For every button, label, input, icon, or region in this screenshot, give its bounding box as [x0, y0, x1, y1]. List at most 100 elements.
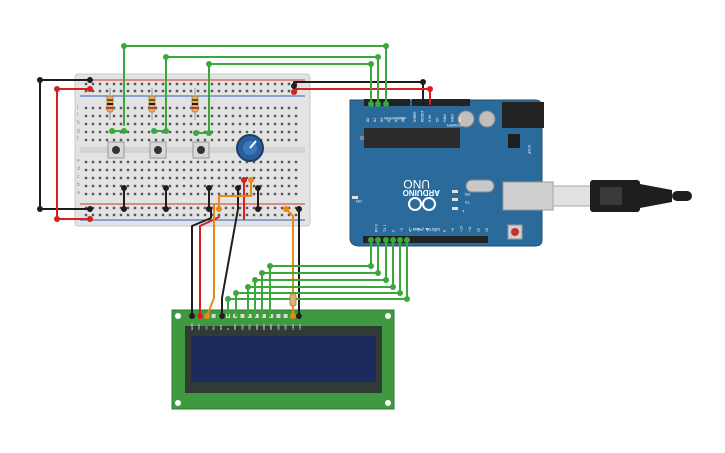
breadboard-hole[interactable]: [294, 130, 298, 134]
breadboard-hole[interactable]: [154, 89, 158, 93]
wire-endpoint[interactable]: [375, 237, 381, 243]
wire-endpoint[interactable]: [219, 313, 225, 319]
breadboard-hole[interactable]: [140, 89, 144, 93]
breadboard-hole[interactable]: [210, 114, 214, 118]
breadboard-hole[interactable]: [280, 106, 284, 110]
wire-endpoint[interactable]: [54, 86, 60, 92]
breadboard-hole[interactable]: [98, 176, 102, 180]
breadboard-hole[interactable]: [245, 160, 249, 164]
breadboard-hole[interactable]: [84, 82, 88, 86]
breadboard-hole[interactable]: [231, 168, 235, 172]
breadboard-hole[interactable]: [119, 176, 123, 180]
wire-endpoint[interactable]: [368, 101, 374, 107]
breadboard-hole[interactable]: [119, 192, 123, 196]
breadboard-hole[interactable]: [238, 206, 242, 210]
wire-endpoint[interactable]: [197, 313, 203, 319]
wire-endpoint[interactable]: [163, 54, 169, 60]
breadboard-hole[interactable]: [126, 82, 130, 86]
breadboard-hole[interactable]: [182, 114, 186, 118]
breadboard-hole[interactable]: [196, 176, 200, 180]
wire-endpoint[interactable]: [206, 206, 212, 212]
breadboard-hole[interactable]: [280, 168, 284, 172]
breadboard-hole[interactable]: [217, 130, 221, 134]
breadboard-hole[interactable]: [182, 122, 186, 126]
breadboard-hole[interactable]: [238, 89, 242, 93]
breadboard-hole[interactable]: [126, 176, 130, 180]
breadboard-hole[interactable]: [203, 176, 207, 180]
push-button-2[interactable]: [149, 141, 167, 159]
breadboard-hole[interactable]: [175, 213, 179, 217]
breadboard-hole[interactable]: [287, 138, 291, 142]
breadboard-hole[interactable]: [224, 184, 228, 188]
breadboard-hole[interactable]: [210, 192, 214, 196]
breadboard-hole[interactable]: [252, 130, 256, 134]
breadboard-hole[interactable]: [203, 82, 207, 86]
wire-endpoint[interactable]: [397, 290, 403, 296]
resistor-1[interactable]: [106, 88, 114, 120]
breadboard-hole[interactable]: [273, 138, 277, 142]
breadboard-hole[interactable]: [287, 213, 291, 217]
breadboard-hole[interactable]: [259, 89, 263, 93]
breadboard-hole[interactable]: [210, 89, 214, 93]
breadboard-hole[interactable]: [217, 138, 221, 142]
wire-endpoint[interactable]: [54, 216, 60, 222]
breadboard-hole[interactable]: [231, 122, 235, 126]
breadboard-hole[interactable]: [84, 122, 88, 126]
breadboard-hole[interactable]: [119, 168, 123, 172]
breadboard-hole[interactable]: [161, 114, 165, 118]
breadboard-hole[interactable]: [224, 130, 228, 134]
wire-endpoint[interactable]: [87, 206, 93, 212]
breadboard-hole[interactable]: [175, 206, 179, 210]
breadboard-hole[interactable]: [280, 206, 284, 210]
breadboard-hole[interactable]: [168, 192, 172, 196]
breadboard-hole[interactable]: [224, 82, 228, 86]
breadboard-hole[interactable]: [273, 176, 277, 180]
breadboard-hole[interactable]: [210, 122, 214, 126]
breadboard-hole[interactable]: [196, 168, 200, 172]
breadboard-hole[interactable]: [119, 206, 123, 210]
breadboard-hole[interactable]: [91, 114, 95, 118]
breadboard-hole[interactable]: [259, 192, 263, 196]
breadboard-hole[interactable]: [182, 168, 186, 172]
breadboard-hole[interactable]: [175, 168, 179, 172]
wire-endpoint[interactable]: [291, 89, 297, 95]
breadboard-hole[interactable]: [126, 89, 130, 93]
breadboard-hole[interactable]: [252, 192, 256, 196]
breadboard-hole[interactable]: [112, 206, 116, 210]
wire-endpoint[interactable]: [121, 128, 127, 134]
breadboard-hole[interactable]: [161, 89, 165, 93]
breadboard-hole[interactable]: [273, 213, 277, 217]
breadboard-hole[interactable]: [182, 130, 186, 134]
breadboard-hole[interactable]: [287, 122, 291, 126]
breadboard-hole[interactable]: [224, 206, 228, 210]
breadboard-hole[interactable]: [168, 168, 172, 172]
breadboard-hole[interactable]: [231, 192, 235, 196]
breadboard-hole[interactable]: [147, 206, 151, 210]
breadboard-hole[interactable]: [273, 184, 277, 188]
lcd-pin[interactable]: [254, 314, 259, 318]
breadboard-hole[interactable]: [238, 82, 242, 86]
breadboard-hole[interactable]: [182, 213, 186, 217]
breadboard-hole[interactable]: [280, 130, 284, 134]
wire-endpoint[interactable]: [404, 237, 410, 243]
breadboard-hole[interactable]: [245, 106, 249, 110]
breadboard-hole[interactable]: [168, 184, 172, 188]
breadboard-hole[interactable]: [245, 213, 249, 217]
breadboard-hole[interactable]: [140, 192, 144, 196]
breadboard-hole[interactable]: [119, 122, 123, 126]
breadboard-hole[interactable]: [168, 82, 172, 86]
breadboard-hole[interactable]: [203, 213, 207, 217]
breadboard-hole[interactable]: [105, 206, 109, 210]
breadboard-hole[interactable]: [217, 184, 221, 188]
wire-endpoint[interactable]: [283, 206, 289, 212]
breadboard-hole[interactable]: [84, 176, 88, 180]
breadboard-hole[interactable]: [168, 160, 172, 164]
breadboard-hole[interactable]: [140, 122, 144, 126]
lcd-pin[interactable]: [269, 314, 274, 318]
breadboard-hole[interactable]: [140, 82, 144, 86]
wire-endpoint[interactable]: [390, 237, 396, 243]
breadboard-hole[interactable]: [161, 106, 165, 110]
breadboard-hole[interactable]: [161, 206, 165, 210]
breadboard-hole[interactable]: [147, 138, 151, 142]
